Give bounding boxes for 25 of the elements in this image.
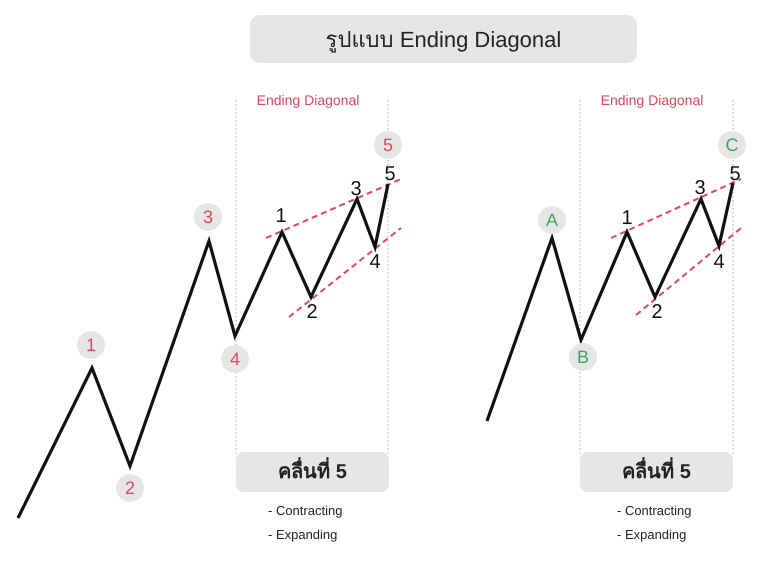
wave-marker: 3 (194, 203, 222, 231)
wave-number: 2 (651, 302, 663, 322)
wave-marker: 2 (116, 474, 144, 502)
wave-number: 2 (306, 302, 318, 322)
title-box: รูปแบบ Ending Diagonal (250, 15, 637, 63)
section-label: Ending Diagonal (600, 93, 704, 107)
list-item: - Expanding (617, 528, 686, 542)
wave-marker: 5 (374, 131, 402, 159)
wave-marker: 1 (77, 331, 105, 359)
list-item: - Contracting (617, 504, 692, 518)
wave-number: 3 (350, 179, 362, 199)
section-label: Ending Diagonal (256, 93, 360, 107)
wave-marker: C (718, 131, 746, 159)
wave-number: 5 (729, 164, 741, 184)
wave-marker: A (538, 206, 566, 234)
wave-number: 3 (694, 178, 706, 198)
list-item: - Contracting (268, 504, 342, 518)
wave-number: 5 (384, 164, 396, 184)
list-item: - Expanding (268, 528, 338, 542)
wave-number: 4 (713, 252, 725, 272)
wave-number: 1 (275, 206, 287, 226)
wave-marker: 4 (221, 345, 249, 373)
wave-marker: B (569, 343, 597, 371)
wave-number: 4 (369, 252, 381, 272)
wave-number: 1 (621, 208, 633, 228)
